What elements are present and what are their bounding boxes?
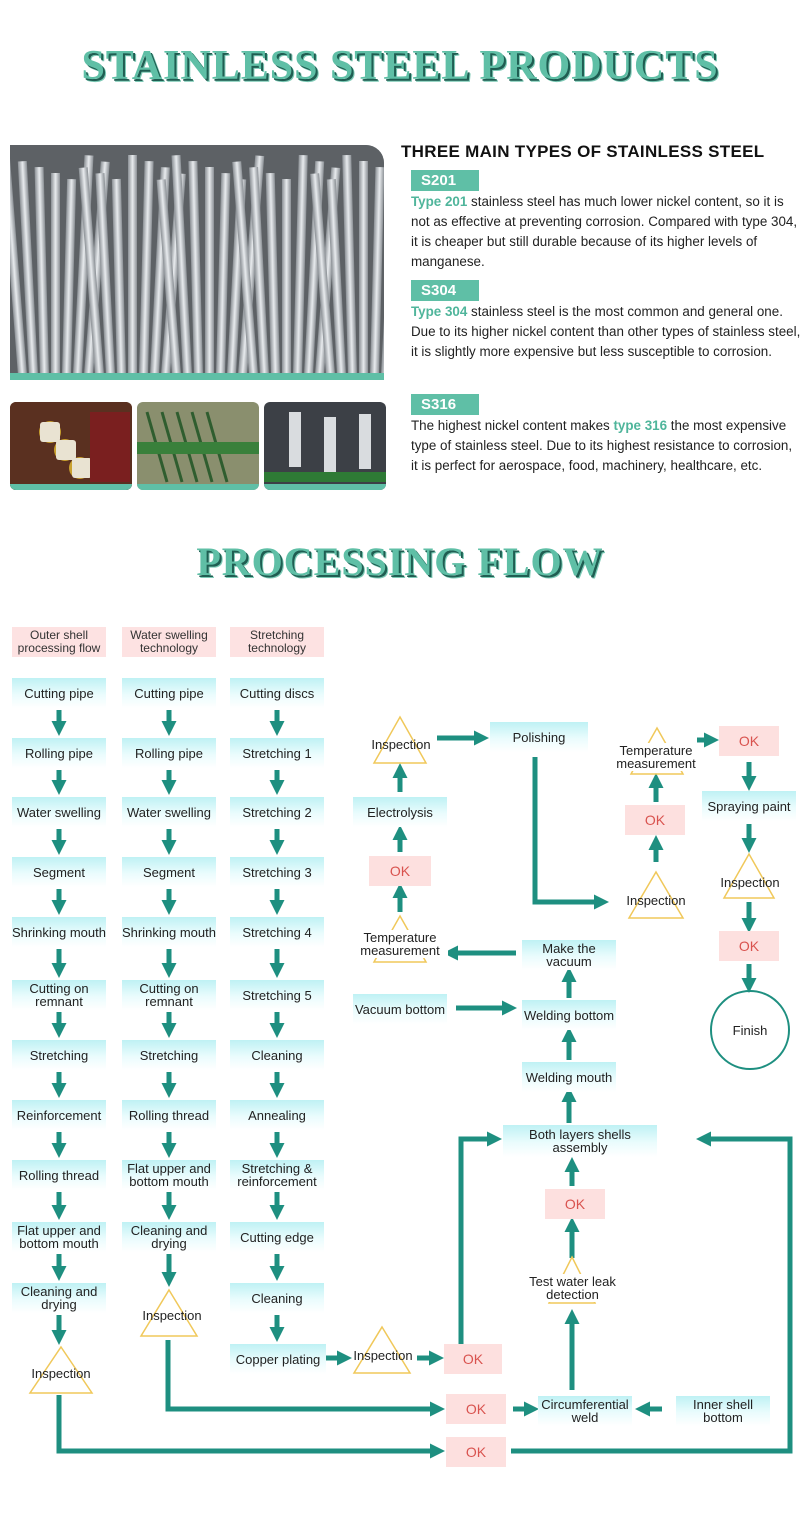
outer-step-1: Cutting pipe	[12, 678, 106, 708]
outer-step-2: Rolling pipe	[12, 738, 106, 768]
water-step-5: Shrinking mouth	[122, 917, 216, 947]
stretch-step-8: Annealing	[230, 1100, 324, 1130]
ok-box-outer: OK	[446, 1437, 506, 1467]
s316-description: The highest nickel content makes type 31…	[411, 418, 793, 473]
factory-machine-photo-2	[137, 402, 259, 490]
water-step-6: Cutting on remnant	[122, 980, 216, 1010]
polish-inspection-triangle	[372, 715, 428, 765]
factory-machine-photo-3	[264, 402, 386, 490]
products-title: STAINLESS STEEL PRODUCTS	[81, 43, 719, 89]
stretch-step-6: Stretching 5	[230, 980, 324, 1010]
inner-shell-bottom-box: Inner shell bottom	[676, 1396, 770, 1426]
s201-badge: S201	[411, 170, 479, 191]
spraying-paint-box: Spraying paint	[702, 791, 796, 821]
welding-mouth-box: Welding mouth	[522, 1062, 616, 1092]
ok-box-copper: OK	[444, 1344, 502, 1374]
outer-step-5: Shrinking mouth	[12, 917, 106, 947]
stainless-steel-pipes-photo	[10, 145, 384, 380]
stretch-inspection-label: Inspection	[353, 1347, 413, 1363]
s304-description: Type 304 stainless steel is the most com…	[411, 304, 800, 359]
stretch-step-5: Stretching 4	[230, 917, 324, 947]
ok-to-assembly-arrow	[511, 1131, 793, 1454]
water-step-2: Rolling pipe	[122, 738, 216, 768]
s316-badge: S316	[411, 394, 479, 415]
water-to-ok-arrow	[165, 1340, 445, 1417]
circumferential-weld-box: Circumferential weld	[538, 1396, 632, 1426]
factory-machine-photo-1	[10, 402, 132, 490]
vacuum-bottom-box: Vacuum bottom	[353, 994, 447, 1024]
make-vacuum-box: Make the vacuum	[522, 940, 616, 970]
outer-step-3: Water swelling	[12, 797, 106, 827]
stretching-header: Stretching technology	[230, 627, 324, 657]
finish-circle: Finish	[710, 990, 790, 1070]
stretch-step-11: Cleaning	[230, 1283, 324, 1313]
water-swelling-header: Water swelling technology	[122, 627, 216, 657]
ok-box-paint: OK	[719, 726, 779, 756]
inspection-after-polishing-label: Inspection	[626, 892, 686, 908]
water-step-9: Flat upper and bottom mouth	[122, 1160, 216, 1190]
final-inspection-label: Inspection	[720, 874, 780, 890]
stretch-step-2: Stretching 1	[230, 738, 324, 768]
s304-badge: S304	[411, 280, 479, 301]
stretch-step-12: Copper plating	[230, 1344, 326, 1374]
water-step-10: Cleaning and drying	[122, 1222, 216, 1252]
water-inspection-label: Inspection	[142, 1307, 202, 1323]
outer-inspection-label: Inspection	[31, 1365, 91, 1381]
water-step-8: Rolling thread	[122, 1100, 216, 1130]
outer-step-9: Rolling thread	[12, 1160, 106, 1190]
temp-measurement-right-label: Temperature measurement	[610, 743, 702, 771]
stretch-step-1: Cutting discs	[230, 678, 324, 708]
flow-title: PROCESSING FLOW	[196, 539, 604, 584]
water-step-1: Cutting pipe	[122, 678, 216, 708]
outer-inspection-triangle	[28, 1345, 94, 1395]
water-inspection-triangle	[139, 1288, 199, 1338]
ok-box-temp-left: OK	[369, 856, 431, 886]
stretch-step-7: Cleaning	[230, 1040, 324, 1070]
outer-step-6: Cutting on remnant	[12, 980, 106, 1010]
types-heading: THREE MAIN TYPES OF STAINLESS STEEL	[401, 142, 765, 161]
ok-box-final: OK	[719, 931, 779, 961]
ok-box-leak: OK	[545, 1189, 605, 1219]
stretch-step-4: Stretching 3	[230, 857, 324, 887]
temp-measurement-left-label: Temperature measurement	[352, 930, 448, 958]
outer-step-10: Flat upper and bottom mouth	[12, 1222, 106, 1252]
outer-to-ok-arrow	[56, 1395, 445, 1459]
outer-step-11: Cleaning and drying	[12, 1283, 106, 1313]
outer-step-4: Segment	[12, 857, 106, 887]
stretch-step-9: Stretching & reinforcement	[230, 1160, 324, 1190]
electrolysis-box: Electrolysis	[353, 797, 447, 827]
ok-box-temp-right: OK	[625, 805, 685, 835]
stretch-inspection-triangle	[352, 1325, 412, 1375]
test-water-leak-label: Test water leak detection	[515, 1274, 630, 1302]
polish-after-inspection-triangle	[627, 870, 685, 920]
both-layers-assembly-box: Both layers shells assembly	[503, 1125, 657, 1157]
outer-shell-header: Outer shell processing flow	[12, 627, 106, 657]
s201-description: Type 201 stainless steel has much lower …	[411, 194, 798, 269]
inspection-before-polishing-label: Inspection	[371, 736, 431, 752]
outer-step-7: Stretching	[12, 1040, 106, 1070]
water-step-4: Segment	[122, 857, 216, 887]
outer-step-8: Reinforcement	[12, 1100, 106, 1130]
polishing-box: Polishing	[490, 722, 588, 752]
welding-bottom-box: Welding bottom	[522, 1000, 616, 1030]
stretch-step-3: Stretching 2	[230, 797, 324, 827]
ok-box-water: OK	[446, 1394, 506, 1424]
water-step-3: Water swelling	[122, 797, 216, 827]
stretch-step-10: Cutting edge	[230, 1222, 324, 1252]
final-inspection-triangle	[722, 852, 776, 900]
water-step-7: Stretching	[122, 1040, 216, 1070]
